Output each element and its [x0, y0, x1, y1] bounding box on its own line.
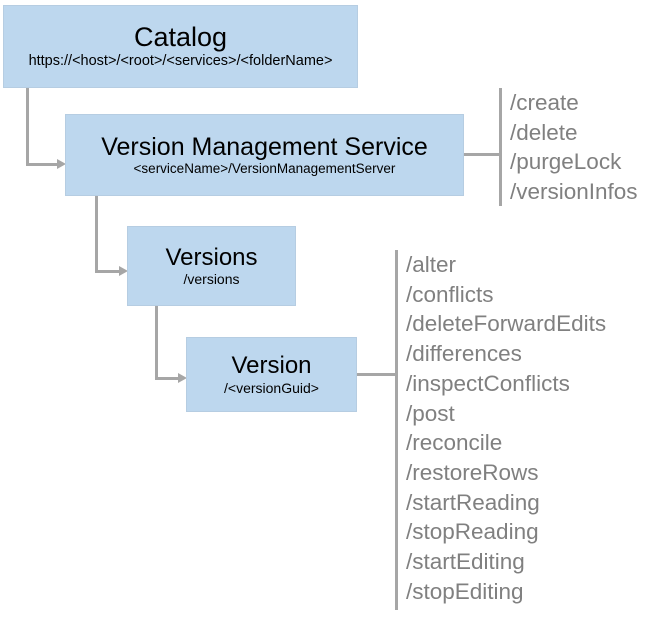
bracket-stem-version-management-service-operations [464, 153, 502, 156]
node-version-management-service[interactable]: Version Management Service <serviceName>… [65, 114, 464, 196]
node-version-title: Version [231, 352, 312, 380]
arrowhead-icon-version-management-service-to-versions [119, 266, 128, 276]
connector-catalog-to-version-management-service [26, 88, 29, 166]
operation-list-version-management-service-items: /create /delete /purgeLock /versionInfos [510, 88, 638, 206]
operation-item[interactable]: /restoreRows [406, 459, 539, 485]
node-versions[interactable]: Versions /versions [127, 226, 296, 306]
operation-item[interactable]: /post [406, 400, 455, 426]
operation-list-version-items: /alter /conflicts /deleteForwardEdits /d… [406, 250, 606, 606]
connector-versions-to-version-horizontal [155, 377, 180, 380]
operation-item[interactable]: /purgeLock [510, 149, 622, 174]
arrowhead-icon-versions-to-version [178, 373, 187, 383]
node-catalog-path: https://<host>/<root>/<services>/<folder… [28, 52, 333, 69]
arrowhead-icon-catalog-to-version-management-service [57, 159, 66, 169]
bracket-bar-version-management-service-operations [499, 88, 502, 206]
node-version-management-service-path: <serviceName>/VersionManagementServer [133, 160, 396, 176]
operation-list-version: /alter /conflicts /deleteForwardEdits /d… [406, 250, 606, 606]
connector-version-management-service-to-versions-horizontal [95, 270, 121, 273]
operation-item[interactable]: /delete [510, 119, 578, 145]
operation-item[interactable]: /startReading [406, 489, 540, 515]
connector-version-management-service-to-versions [95, 196, 98, 273]
operation-item[interactable]: /reconcile [406, 430, 503, 456]
node-versions-title: Versions [165, 243, 258, 271]
connector-catalog-to-version-management-service-horizontal [26, 163, 59, 166]
node-catalog[interactable]: Catalog https://<host>/<root>/<services>… [3, 5, 358, 88]
node-version-management-service-title: Version Management Service [101, 132, 428, 161]
operation-item[interactable]: /versionInfos [510, 178, 638, 204]
operation-list-version-management-service: /create /delete /purgeLock /versionInfos [510, 88, 638, 206]
operation-item[interactable]: /conflicts [406, 281, 494, 307]
bracket-bar-version-operations [395, 250, 398, 610]
operation-item[interactable]: /alter [406, 252, 457, 277]
operation-item[interactable]: /differences [406, 341, 522, 367]
operation-item[interactable]: /inspectConflicts [406, 370, 570, 396]
operation-item[interactable]: /create [510, 90, 579, 115]
node-version[interactable]: Version /<versionGuid> [186, 337, 357, 412]
node-version-path: /<versionGuid> [224, 379, 319, 396]
connector-versions-to-version [155, 306, 158, 380]
operation-item[interactable]: /deleteForwardEdits [406, 311, 607, 337]
node-catalog-title: Catalog [133, 22, 228, 53]
node-versions-path: /versions [183, 271, 240, 288]
bracket-stem-version-operations [357, 373, 398, 376]
operation-item[interactable]: /stopReading [406, 519, 539, 545]
operation-item[interactable]: /startEditing [406, 549, 525, 575]
operation-item[interactable]: /stopEditing [406, 578, 524, 604]
